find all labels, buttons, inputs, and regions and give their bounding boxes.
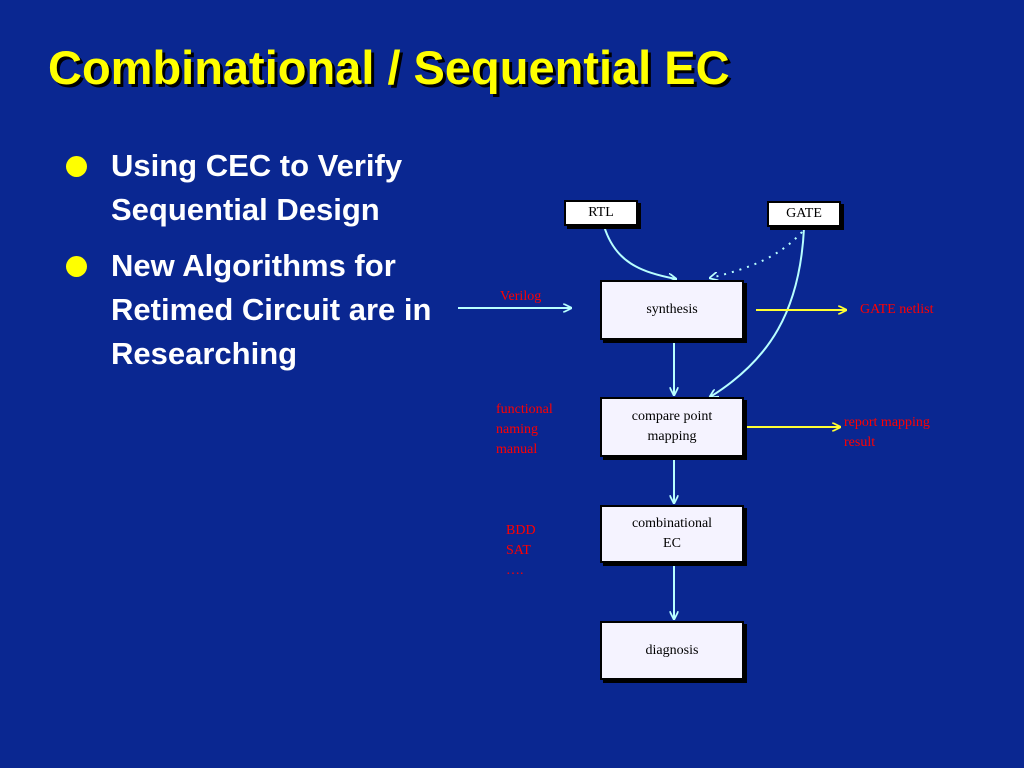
gate-to-compare-arrow — [710, 227, 805, 397]
bdd-sat-label: BDD SAT …. — [506, 523, 536, 578]
rtl-to-synthesis-arrow — [603, 225, 676, 279]
functional-naming-label: functional naming manual — [496, 402, 553, 457]
diagnosis-box: diagnosis — [600, 621, 744, 680]
slide-title: Combinational / Sequential EC — [48, 41, 730, 94]
compare-point-mapping-box: compare point mapping — [600, 397, 744, 457]
bullet-dot-icon — [66, 156, 87, 177]
rtl-box: RTL — [564, 200, 638, 226]
combinational-ec-box: combinational EC — [600, 505, 744, 563]
bullet-text: New Algorithms for Retimed Circuit are i… — [111, 248, 432, 371]
bullet-item: New Algorithms for Retimed Circuit are i… — [66, 244, 436, 376]
synthesis-box: synthesis — [600, 280, 744, 340]
bullet-text: Using CEC to Verify Sequential Design — [111, 148, 403, 227]
verilog-label: Verilog — [500, 289, 542, 304]
bullet-item: Using CEC to Verify Sequential Design — [66, 144, 436, 232]
bullet-list: Using CEC to Verify Sequential Design Ne… — [66, 144, 436, 388]
report-mapping-label: report mapping result — [844, 415, 930, 450]
gate-box: GATE — [767, 201, 841, 227]
bullet-dot-icon — [66, 256, 87, 277]
gate-to-synthesis-dotted-arrow — [710, 231, 803, 278]
gate-netlist-label: GATE netlist — [860, 302, 934, 317]
